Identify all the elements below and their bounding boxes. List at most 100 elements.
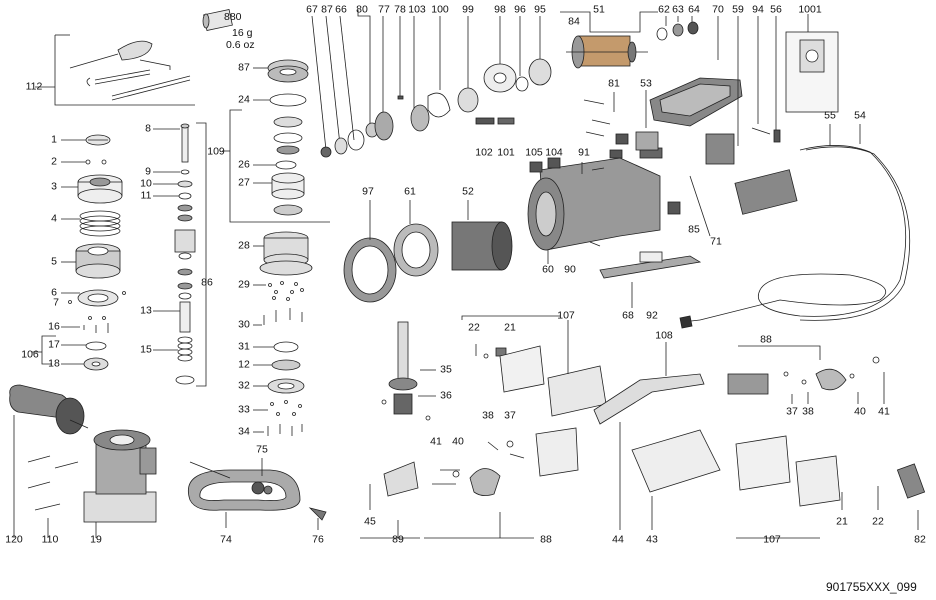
part-label: 33	[238, 403, 250, 416]
protractor-parts	[360, 422, 926, 539]
part-label: 85	[688, 223, 700, 236]
part-label: 108	[655, 329, 673, 342]
tool-kit-group	[35, 34, 195, 106]
part-label: 109	[207, 145, 225, 158]
part-label: 64	[688, 3, 700, 16]
part-label: 78	[394, 3, 406, 16]
part-label: 107	[557, 309, 575, 322]
spindle-drawing	[381, 321, 436, 421]
part-label: 59	[732, 3, 744, 16]
part-label: 24	[238, 93, 250, 106]
part-label: 5	[51, 255, 57, 268]
part-label: 38	[802, 405, 814, 418]
part-label: 7	[53, 296, 59, 309]
part-label: 107	[763, 533, 781, 546]
part-label: 3	[51, 180, 57, 193]
part-label: 18	[48, 357, 60, 370]
part-label: 27	[238, 176, 250, 189]
part-label: 70	[712, 3, 724, 16]
part-label: 62	[658, 3, 670, 16]
part-label: 67	[306, 3, 318, 16]
part-label: 66	[335, 3, 347, 16]
part-label: 13	[140, 304, 152, 317]
armature-assembly-drawing	[311, 10, 699, 158]
part-label: 37	[504, 409, 516, 422]
part-label: 51	[593, 3, 605, 16]
part-label: 94	[752, 3, 764, 16]
part-label: 96	[514, 3, 526, 16]
part-label: 45	[364, 515, 376, 528]
part-label: 87	[238, 61, 250, 74]
part-label: 74	[220, 533, 232, 546]
part-label: 11	[140, 189, 152, 202]
weight-ounces: 0.6 oz	[226, 39, 255, 51]
part-label: 91	[578, 146, 590, 159]
part-label: 9	[145, 165, 151, 178]
part-label: 28	[238, 239, 250, 252]
part-label: 40	[854, 405, 866, 418]
part-label: 1001	[798, 3, 822, 16]
part-label: 102	[475, 146, 493, 159]
part-label: 4	[51, 212, 57, 225]
weight-code: 880	[224, 11, 242, 23]
part-label: 32	[238, 379, 250, 392]
part-label: 95	[534, 3, 546, 16]
part-label: 56	[770, 3, 782, 16]
part-label: 99	[462, 3, 474, 16]
part-label: 21	[836, 515, 848, 528]
part-label: 36	[440, 389, 452, 402]
part-label: 16	[48, 320, 60, 333]
part-label: 97	[362, 185, 374, 198]
part-label: 68	[622, 309, 634, 322]
part-label: 44	[612, 533, 624, 546]
part-label: 75	[256, 443, 268, 456]
part-label: 84	[568, 15, 580, 28]
part-label: 8	[145, 122, 151, 135]
part-label: 19	[90, 533, 102, 546]
part-label: 10	[140, 177, 152, 190]
part-label: 71	[710, 235, 722, 248]
part-label: 52	[462, 185, 474, 198]
part-label: 63	[672, 3, 684, 16]
document-code: 901755XXX_099	[826, 580, 917, 594]
part-label: 29	[238, 278, 250, 291]
bow-handle-drawing	[188, 458, 327, 530]
part-label: 22	[468, 321, 480, 334]
part-label: 101	[497, 146, 515, 159]
part-label: 106	[21, 348, 39, 361]
part-label: 17	[48, 338, 60, 351]
grease-tube	[202, 8, 233, 32]
part-label: 103	[408, 3, 426, 16]
part-label: 15	[140, 343, 152, 356]
part-label: 30	[238, 318, 250, 331]
part-label: 1	[51, 133, 57, 146]
spindle-column-parts	[153, 122, 207, 387]
part-label: 81	[608, 77, 620, 90]
part-label: 35	[440, 363, 452, 376]
gear-housing-drawing	[27, 429, 157, 538]
side-handle-drawing	[9, 384, 89, 538]
part-label: 82	[914, 533, 926, 546]
power-cord-drawing	[679, 124, 911, 329]
part-label: 40	[452, 435, 464, 448]
depth-stop-parts	[461, 315, 885, 425]
part-label: 110	[41, 533, 59, 546]
part-label: 88	[760, 333, 772, 346]
part-label: 105	[525, 146, 543, 159]
part-label: 2	[51, 155, 57, 168]
part-label: 87	[321, 3, 333, 16]
switch-housing-drawing	[649, 14, 839, 165]
part-label: 53	[640, 77, 652, 90]
part-label: 77	[378, 3, 390, 16]
motor-housing-drawing	[343, 90, 711, 308]
part-label: 80	[356, 3, 368, 16]
part-label: 41	[430, 435, 442, 448]
part-label: 86	[201, 276, 213, 289]
part-label: 34	[238, 425, 250, 438]
part-label: 61	[404, 185, 416, 198]
part-label: 120	[5, 533, 23, 546]
part-label: 22	[872, 515, 884, 528]
part-label: 90	[564, 263, 576, 276]
part-label: 112	[25, 80, 43, 93]
